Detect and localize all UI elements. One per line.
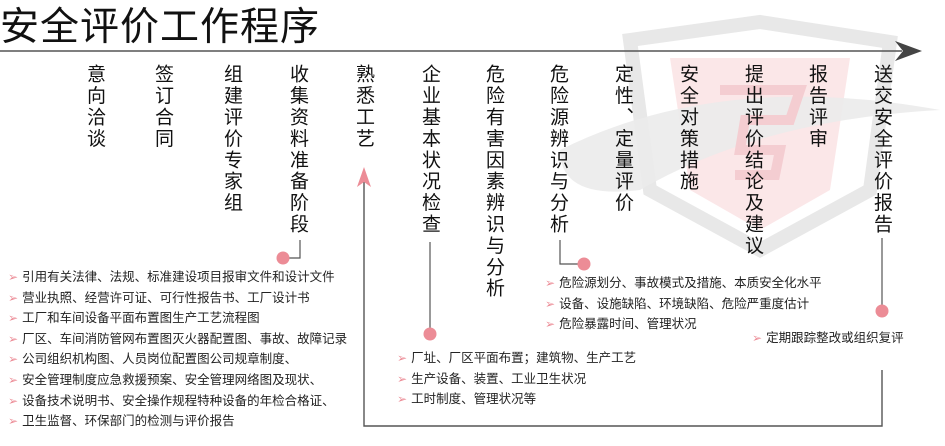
step-10: 安全对策措施 bbox=[677, 64, 699, 193]
watermark-shield-logo bbox=[560, 14, 940, 258]
connector-dot bbox=[577, 257, 591, 271]
feedback-loop-line bbox=[363, 180, 883, 427]
step-13: 送交安全评价报告 bbox=[871, 64, 893, 236]
step-3: 组建评价专家组 bbox=[221, 64, 243, 214]
list-item: ➢危险源划分、事故模式及措施、本质安全化水平 bbox=[545, 275, 822, 290]
pink-arrowhead-icon: ➢ bbox=[8, 372, 19, 387]
step-1: 意向洽谈 bbox=[84, 64, 106, 150]
report-details-list: ➢定期跟踪整改或组织复评 bbox=[752, 328, 904, 349]
list-item: ➢厂区、车间消防管网布置图灭火器配置图、事故、故障记录 bbox=[8, 330, 348, 346]
pink-arrowhead-icon: ➢ bbox=[8, 270, 19, 284]
list-item: ➢生产设备、装置、工业卫生状况 bbox=[397, 370, 587, 386]
step-4: 收集资料准备阶段 bbox=[287, 64, 309, 236]
pink-arrowhead-icon: ➢ bbox=[397, 392, 408, 407]
list-item: ➢公司组织机构图、人员岗位配置图公司规章制度、 bbox=[8, 351, 298, 367]
step-11: 提出评价结论及建议 bbox=[742, 64, 764, 257]
connector-dot bbox=[276, 251, 290, 265]
list-item: ➢危险暴露时间、管理状况 bbox=[545, 316, 697, 332]
pink-arrowhead-icon: ➢ bbox=[8, 414, 19, 429]
step-2: 签订合同 bbox=[152, 64, 174, 150]
list-item: ➢引用有关法律、法规、标准建设项目报审文件和设计文件 bbox=[8, 269, 335, 284]
list-item: ➢定期跟踪整改或组织复评 bbox=[752, 330, 904, 345]
collect-details-list: ➢引用有关法律、法规、标准建设项目报审文件和设计文件 ➢营业执照、经营许可证、可… bbox=[8, 267, 347, 432]
list-item: ➢工时制度、管理状况等 bbox=[397, 391, 537, 407]
pink-arrowhead-icon: ➢ bbox=[752, 331, 763, 345]
pink-arrowhead-icon: ➢ bbox=[8, 290, 19, 305]
timeline-arrowhead bbox=[895, 41, 922, 61]
pink-arrowhead-icon: ➢ bbox=[545, 296, 556, 311]
connector-dot bbox=[423, 327, 437, 341]
page-title: 安全评价工作程序 bbox=[0, 5, 321, 50]
list-item: ➢卫生监督、环保部门的检测与评价报告 bbox=[8, 413, 235, 429]
list-item: ➢厂址、厂区平面布置；建筑物、生产工艺 bbox=[397, 350, 637, 365]
feedback-arrowhead bbox=[357, 167, 371, 187]
pink-arrowhead-icon: ➢ bbox=[8, 352, 19, 367]
pink-arrowhead-icon: ➢ bbox=[397, 351, 408, 365]
step-9: 定性、定量评价 bbox=[612, 64, 634, 214]
pink-arrowhead-icon: ➢ bbox=[545, 276, 556, 290]
step-12: 报告评审 bbox=[806, 64, 828, 150]
step-6: 企业基本状况检查 bbox=[419, 64, 441, 236]
pink-arrowhead-icon: ➢ bbox=[545, 317, 556, 332]
inspection-details-list: ➢厂址、厂区平面布置；建筑物、生产工艺 ➢生产设备、装置、工业卫生状况 ➢工时制… bbox=[397, 348, 636, 410]
list-item: ➢设备技术说明书、安全操作规程特种设备的年检合格证、 bbox=[8, 392, 335, 408]
pink-arrowhead-icon: ➢ bbox=[8, 393, 19, 408]
list-item: ➢工厂和车间设备平面布置图生产工艺流程图 bbox=[8, 310, 260, 326]
pink-arrowhead-icon: ➢ bbox=[397, 371, 408, 386]
pink-arrowhead-icon: ➢ bbox=[8, 331, 19, 346]
list-item: ➢设备、设施缺陷、环境缺陷、危险严重度估计 bbox=[545, 295, 810, 311]
hazard-details-list: ➢危险源划分、事故模式及措施、本质安全化水平 ➢设备、设施缺陷、环境缺陷、危险严… bbox=[545, 273, 822, 335]
step-8: 危险源辨识与分析 bbox=[547, 64, 569, 236]
pink-arrowhead-icon: ➢ bbox=[8, 311, 19, 326]
step-5: 熟悉工艺 bbox=[353, 64, 375, 150]
list-item: ➢安全管理制度应急救援预案、安全管理网络图及现状、 bbox=[8, 371, 323, 387]
connector-dot bbox=[875, 304, 889, 318]
list-item: ➢营业执照、经营许可证、可行性报告书、工厂设计书 bbox=[8, 289, 310, 305]
step-7: 危险有害因素辨识与分析 bbox=[483, 64, 505, 300]
